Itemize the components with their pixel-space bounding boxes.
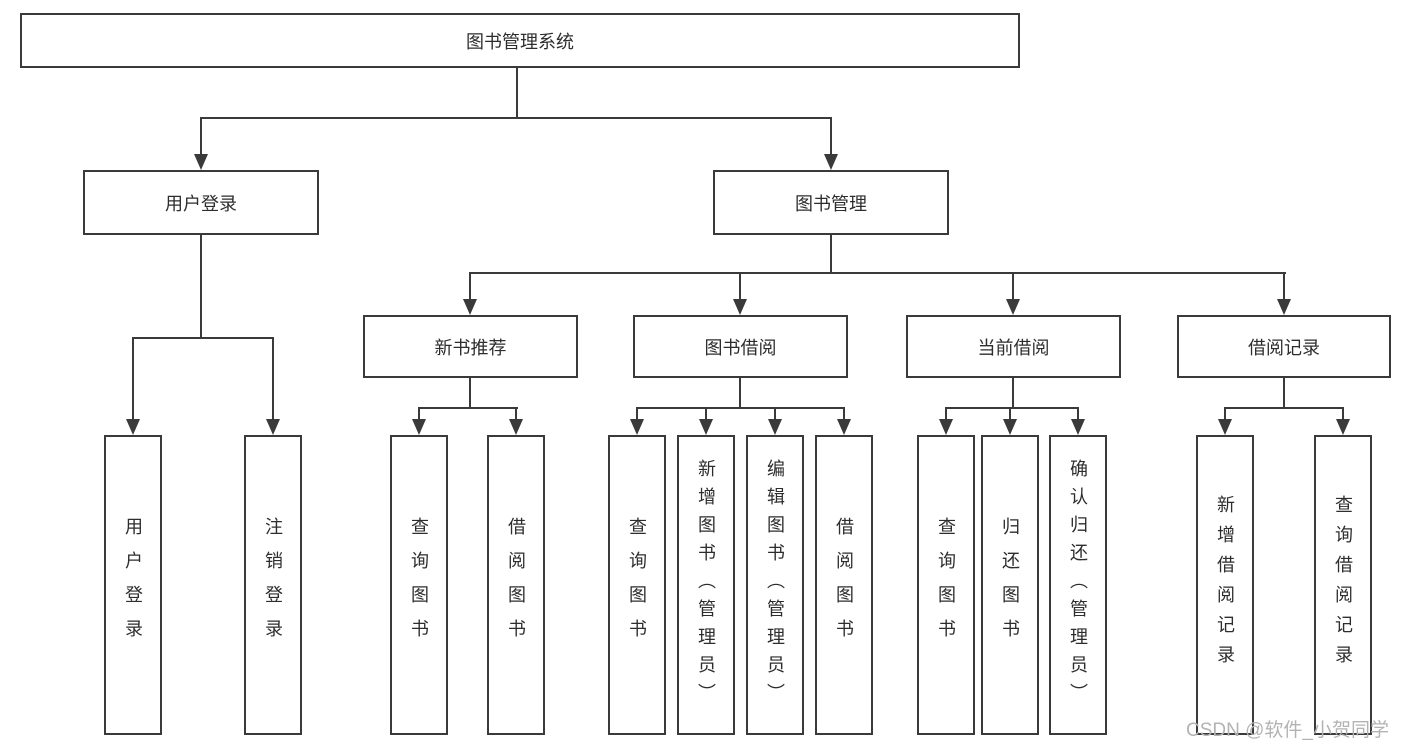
connector-stem-leaf — [843, 407, 845, 420]
arrowhead-down-icon — [194, 154, 208, 170]
leaf-label: 新增借阅记录 — [1215, 495, 1235, 675]
connector-stem-leaf — [272, 337, 274, 420]
connector-userlogin-stem — [200, 235, 202, 339]
arrowhead-down-icon — [412, 419, 426, 435]
connector-stem-current — [1012, 272, 1014, 300]
connector-stem-borrow — [739, 272, 741, 300]
connector-records-stem — [1283, 378, 1285, 409]
connector-stem-leaf — [945, 407, 947, 420]
leaf-borrow-books-2: 借阅图书 — [815, 435, 873, 735]
connector-stem-leaf — [636, 407, 638, 420]
node-new-book-recommend: 新书推荐 — [363, 315, 578, 378]
connector-borrowing-stem — [739, 378, 741, 409]
connector-stem-newbook — [469, 272, 471, 300]
leaf-label: 注销登录 — [263, 517, 283, 653]
node-book-management: 图书管理 — [713, 170, 949, 235]
node-label: 借阅记录 — [1248, 337, 1320, 358]
leaf-logout: 注销登录 — [244, 435, 302, 735]
arrowhead-down-icon — [1006, 299, 1020, 315]
arrowhead-down-icon — [1277, 299, 1291, 315]
leaf-return-books: 归还图书 — [981, 435, 1039, 735]
arrowhead-down-icon — [699, 419, 713, 435]
connector-current-stem — [1012, 378, 1014, 409]
leaf-query-books-3: 查询图书 — [917, 435, 975, 735]
leaf-label: 查询图书 — [409, 517, 429, 653]
node-label: 当前借阅 — [977, 337, 1050, 358]
leaf-add-borrow-record: 新增借阅记录 — [1196, 435, 1254, 735]
leaf-user-login: 用户登录 — [104, 435, 162, 735]
arrowhead-down-icon — [1218, 419, 1232, 435]
leaf-label: 编辑图书（管理员） — [765, 459, 785, 711]
node-book-borrowing: 图书借阅 — [633, 315, 848, 378]
node-label: 图书管理系统 — [466, 31, 574, 52]
arrowhead-down-icon — [768, 419, 782, 435]
csdn-watermark: CSDN @软件_小贺同学 — [1186, 720, 1389, 741]
arrowhead-down-icon — [463, 299, 477, 315]
leaf-label: 确认归还（管理员） — [1068, 459, 1088, 711]
leaf-label: 新增图书（管理员） — [696, 459, 716, 711]
connector-bookmgmt-stem — [830, 235, 832, 274]
connector-records-split — [1224, 407, 1344, 409]
connector-borrowing-split — [636, 407, 845, 409]
connector-userlogin-split — [132, 337, 274, 339]
arrowhead-down-icon — [824, 154, 838, 170]
connector-stem-leaf — [418, 407, 420, 420]
connector-stem-leaf — [1077, 407, 1079, 420]
connector-newbook-stem — [469, 378, 471, 409]
leaf-query-borrow-record: 查询借阅记录 — [1314, 435, 1372, 735]
leaf-edit-book-admin: 编辑图书（管理员） — [746, 435, 804, 735]
connector-stem-book-mgmt — [830, 117, 832, 155]
node-label: 用户登录 — [165, 193, 237, 214]
arrowhead-down-icon — [509, 419, 523, 435]
node-label: 新书推荐 — [434, 337, 507, 358]
leaf-label: 借阅图书 — [506, 517, 526, 653]
arrowhead-down-icon — [939, 419, 953, 435]
connector-newbook-split — [418, 407, 518, 409]
connector-root-split — [200, 117, 832, 119]
node-borrow-records: 借阅记录 — [1177, 315, 1391, 378]
node-label: 图书借阅 — [704, 337, 777, 358]
leaf-label: 借阅图书 — [834, 517, 854, 653]
leaf-query-books-1: 查询图书 — [390, 435, 448, 735]
leaf-label: 查询图书 — [627, 517, 647, 653]
leaf-label: 查询借阅记录 — [1333, 495, 1353, 675]
leaf-label: 查询图书 — [936, 517, 956, 653]
arrowhead-down-icon — [1071, 419, 1085, 435]
leaf-add-book-admin: 新增图书（管理员） — [677, 435, 735, 735]
connector-stem-leaf — [1009, 407, 1011, 420]
connector-root-stem — [516, 68, 518, 118]
leaf-label: 用户登录 — [123, 517, 143, 653]
node-current-borrowing: 当前借阅 — [906, 315, 1121, 378]
leaf-confirm-return-admin: 确认归还（管理员） — [1049, 435, 1107, 735]
connector-stem-leaf — [515, 407, 517, 420]
arrowhead-down-icon — [1003, 419, 1017, 435]
arrowhead-down-icon — [266, 419, 280, 435]
node-root-system: 图书管理系统 — [20, 13, 1020, 68]
node-user-login: 用户登录 — [83, 170, 319, 235]
leaf-label: 归还图书 — [1000, 517, 1020, 653]
connector-stem-leaf — [1342, 407, 1344, 420]
connector-stem-leaf — [774, 407, 776, 420]
arrowhead-down-icon — [837, 419, 851, 435]
leaf-query-books-2: 查询图书 — [608, 435, 666, 735]
arrowhead-down-icon — [733, 299, 747, 315]
connector-stem-records — [1283, 272, 1285, 300]
arrowhead-down-icon — [630, 419, 644, 435]
connector-stem-leaf — [1224, 407, 1226, 420]
connector-current-split — [945, 407, 1079, 409]
connector-stem-user-login — [200, 117, 202, 155]
connector-bookmgmt-split — [469, 272, 1286, 274]
arrowhead-down-icon — [1336, 419, 1350, 435]
node-label: 图书管理 — [795, 193, 867, 214]
leaf-borrow-books-1: 借阅图书 — [487, 435, 545, 735]
arrowhead-down-icon — [126, 419, 140, 435]
connector-stem-leaf — [705, 407, 707, 420]
connector-stem-leaf — [132, 337, 134, 420]
